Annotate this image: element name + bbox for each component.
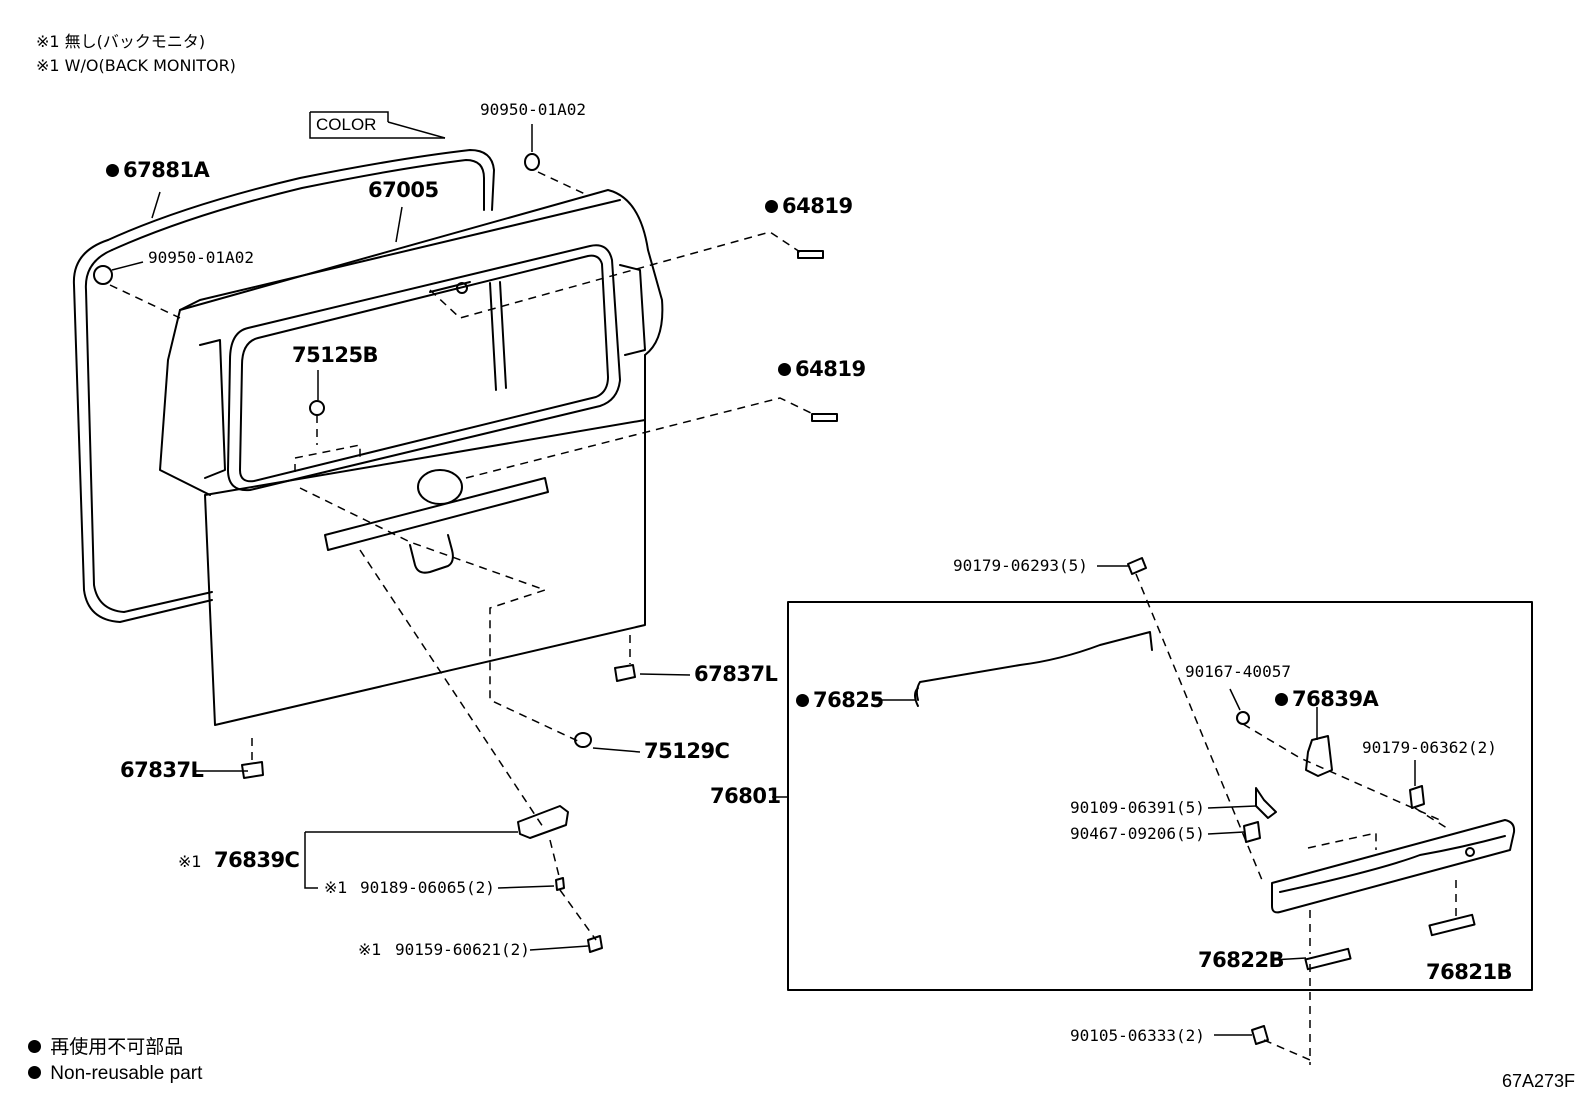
non-reusable-dot-icon	[1275, 693, 1288, 706]
part-label-76839A[interactable]: 76839A	[1275, 687, 1379, 711]
part-label-67837L-right[interactable]: 67837L	[694, 662, 778, 686]
assembly-box	[787, 601, 1533, 991]
part-label-90167[interactable]: 90167-40057	[1185, 662, 1291, 681]
license-garnish	[1271, 819, 1516, 914]
ref-mark-76839C: ※1	[178, 852, 202, 871]
small-parts	[93, 153, 1425, 1045]
part-label-90189[interactable]: 90189-06065(2)	[360, 878, 495, 897]
part-label-76821B[interactable]: 76821B	[1426, 960, 1513, 984]
non-reusable-dot-icon	[28, 1066, 41, 1079]
non-reusable-dot-icon	[106, 164, 119, 177]
release-rod	[915, 631, 1153, 701]
legend-jp: 再使用不可部品	[28, 1038, 183, 1057]
part-number: 64819	[795, 357, 866, 381]
part-label-76822B[interactable]: 76822B	[1198, 948, 1285, 972]
weatherstrip-outline	[72, 149, 495, 623]
part-label-90179-06293[interactable]: 90179-06293(5)	[953, 556, 1088, 575]
part-label-76839C[interactable]: 76839C	[214, 848, 300, 872]
part-label-67837L-left[interactable]: 67837L	[120, 758, 204, 782]
part-label-90105[interactable]: 90105-06333(2)	[1070, 1026, 1205, 1045]
non-reusable-dot-icon	[765, 200, 778, 213]
part-number: 76825	[813, 688, 884, 712]
part-label-64819-a[interactable]: 64819	[765, 196, 853, 217]
part-label-75129C[interactable]: 75129C	[644, 739, 730, 763]
part-number: 67881A	[123, 158, 210, 182]
back-door-panel	[159, 189, 664, 726]
part-label-90109[interactable]: 90109-06391(5)	[1070, 798, 1205, 817]
legend-text: Non-reusable part	[50, 1063, 203, 1084]
diagram-code: 67A273F	[1502, 1071, 1576, 1091]
note-en: ※1 W/O(BACK MONITOR)	[36, 56, 236, 75]
ref-mark-90159: ※1	[358, 940, 382, 959]
note-jp: ※1 無し(バックモニタ)	[36, 32, 206, 51]
part-label-67005[interactable]: 67005	[368, 178, 439, 202]
part-number: 76839A	[1292, 687, 1379, 711]
color-tag: COLOR	[316, 115, 377, 134]
legend-text: 再使用不可部品	[50, 1037, 184, 1058]
part-label-67881A[interactable]: 67881A	[106, 158, 210, 182]
part-label-90950-left[interactable]: 90950-01A02	[148, 248, 254, 267]
non-reusable-dot-icon	[778, 363, 791, 376]
part-label-90467[interactable]: 90467-09206(5)	[1070, 824, 1205, 843]
part-label-90950-top[interactable]: 90950-01A02	[480, 100, 586, 119]
part-label-90179-06362[interactable]: 90179-06362(2)	[1362, 738, 1497, 757]
legend-en: Non-reusable part	[28, 1064, 202, 1083]
non-reusable-dot-icon	[28, 1040, 41, 1053]
part-label-76825[interactable]: 76825	[796, 690, 884, 711]
part-label-64819-b[interactable]: 64819	[778, 359, 866, 380]
part-label-76801[interactable]: 76801	[710, 784, 781, 808]
non-reusable-dot-icon	[796, 694, 809, 707]
part-number: 64819	[782, 194, 853, 218]
part-label-90159[interactable]: 90159-60621(2)	[395, 940, 530, 959]
part-label-75125B[interactable]: 75125B	[292, 343, 379, 367]
ref-mark-90189: ※1	[324, 878, 348, 897]
